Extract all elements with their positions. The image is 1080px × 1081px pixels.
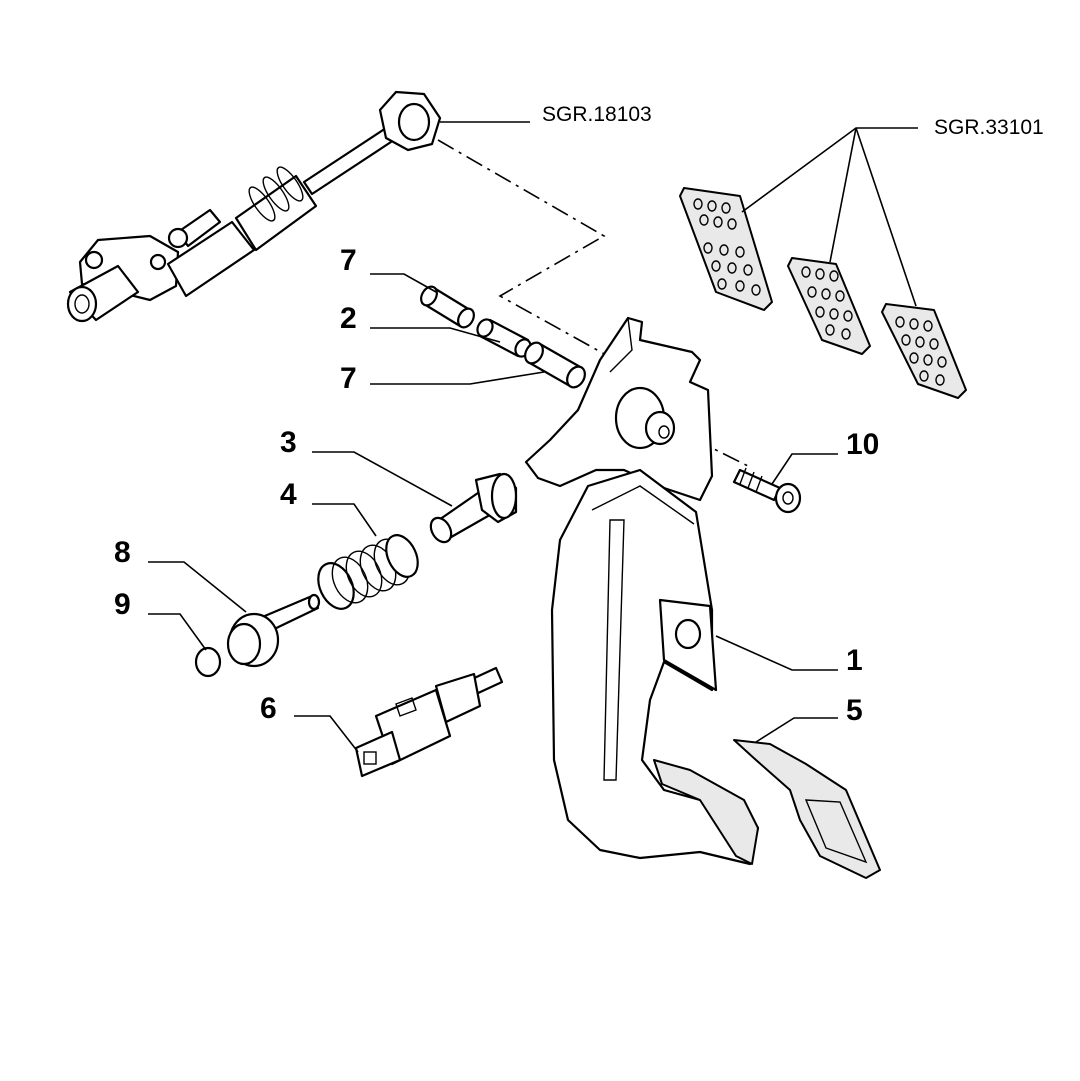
pedal-pads	[679, 187, 967, 399]
bushing-lower	[524, 341, 586, 389]
ref-label-sgr-33101: SGR.33101	[934, 116, 1044, 139]
master-cylinder-assembly	[66, 90, 442, 323]
callout-1: 1	[846, 644, 863, 677]
pedal-stop	[429, 472, 518, 544]
pedal-pad-large	[679, 187, 773, 311]
callout-8: 8	[114, 536, 131, 569]
pin	[226, 593, 321, 668]
callout-3: 3	[280, 426, 297, 459]
pedal-pad-middle	[787, 257, 871, 355]
stop-lamp-switch	[354, 666, 504, 778]
callout-5: 5	[846, 694, 863, 727]
leader-lines	[148, 121, 918, 753]
bushing-middle	[476, 318, 532, 358]
callout-10: 10	[846, 428, 879, 461]
pedal-arm	[524, 316, 760, 866]
pedal-pad-small	[881, 303, 967, 399]
callout-2: 2	[340, 302, 357, 335]
ref-label-sgr-18103: SGR.18103	[542, 103, 652, 126]
callout-4: 4	[280, 478, 297, 511]
callout-9: 9	[114, 588, 131, 621]
bushing-upper	[420, 285, 475, 329]
callout-6: 6	[260, 692, 277, 725]
pivot-bolt	[732, 467, 802, 514]
alignment-line-upper	[437, 139, 609, 357]
return-spring	[317, 534, 419, 610]
pedal-pad-cover	[733, 739, 881, 879]
clip	[194, 646, 222, 678]
callout-7-upper: 7	[340, 244, 357, 277]
callout-7-lower: 7	[340, 362, 357, 395]
